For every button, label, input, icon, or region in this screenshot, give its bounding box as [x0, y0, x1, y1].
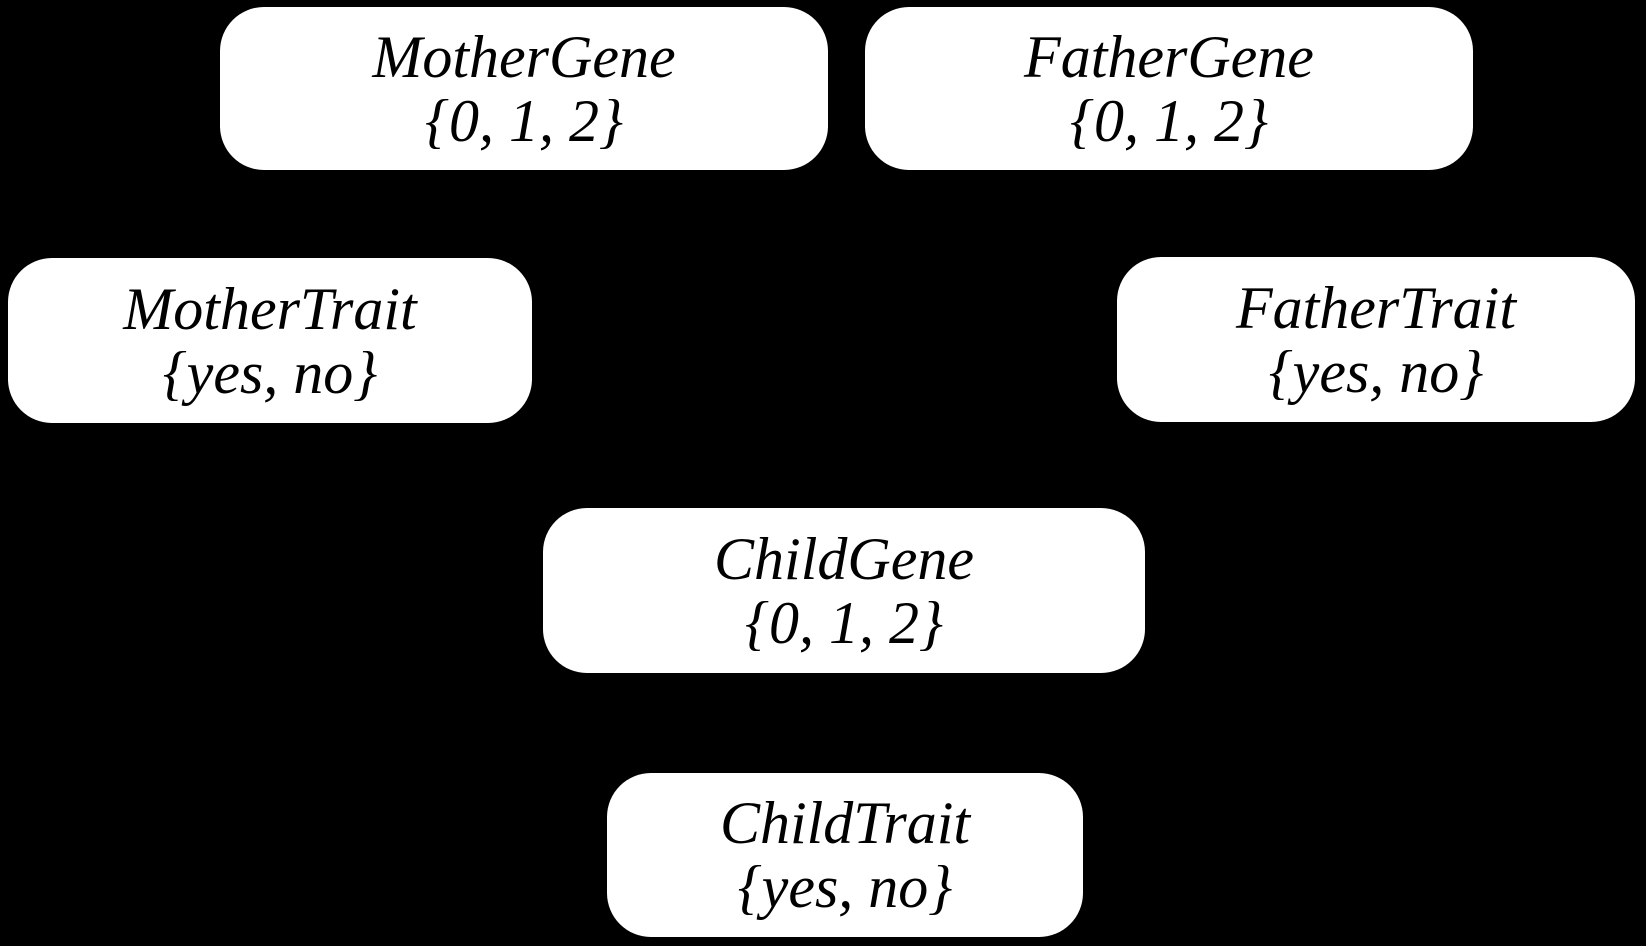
node-father-trait: FatherTrait {yes, no} [1117, 257, 1635, 422]
node-mother-trait-domain: {yes, no} [162, 339, 378, 406]
node-child-gene: ChildGene {0, 1, 2} [543, 508, 1145, 673]
node-father-gene-domain: {0, 1, 2} [1070, 87, 1268, 154]
node-child-trait-domain: {yes, no} [737, 854, 953, 920]
node-child-gene-domain: {0, 1, 2} [745, 589, 943, 656]
node-mother-gene: MotherGene {0, 1, 2} [220, 7, 828, 170]
node-father-gene-label: FatherGene [1024, 23, 1314, 90]
node-child-trait-label: ChildTrait [719, 790, 971, 856]
node-child-trait: ChildTrait {yes, no} [607, 773, 1083, 937]
node-mother-gene-label: MotherGene [372, 23, 676, 90]
node-child-gene-label: ChildGene [714, 525, 974, 592]
node-mother-trait-label: MotherTrait [123, 275, 417, 342]
node-mother-gene-domain: {0, 1, 2} [425, 87, 623, 154]
node-father-trait-label: FatherTrait [1235, 274, 1517, 341]
node-father-gene: FatherGene {0, 1, 2} [865, 7, 1473, 170]
node-father-trait-domain: {yes, no} [1268, 338, 1484, 405]
node-mother-trait: MotherTrait {yes, no} [8, 258, 532, 423]
